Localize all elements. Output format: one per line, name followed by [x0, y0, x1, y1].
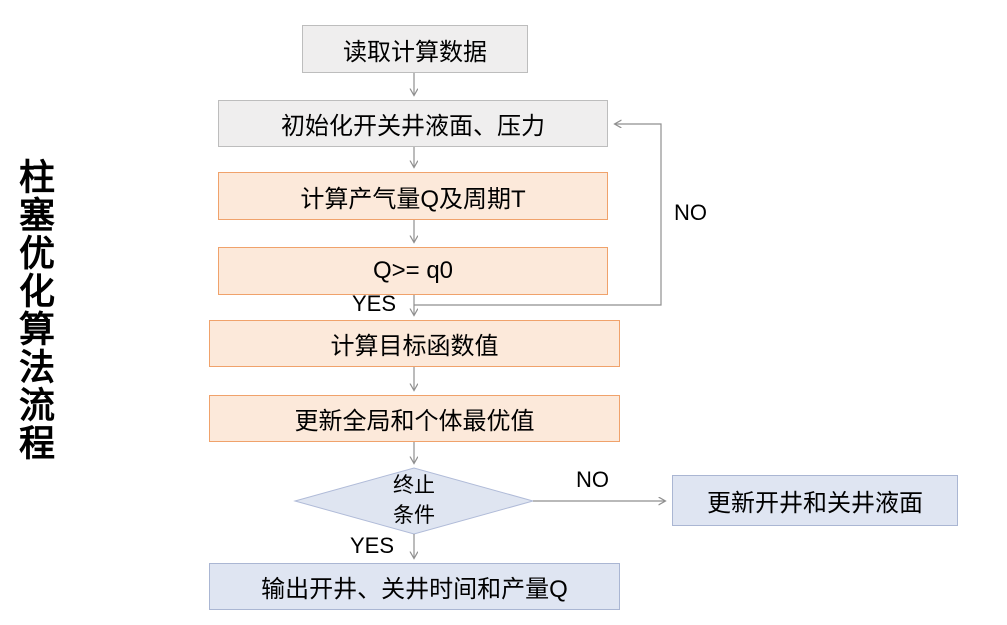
node-update-liquid-level: 更新开井和关井液面 [672, 475, 958, 526]
node-output-result-label: 输出开井、关井时间和产量Q [261, 576, 568, 603]
node-objective-value-label: 计算目标函数值 [330, 333, 499, 360]
node-condition-q-label: Q>= q0 [372, 257, 454, 284]
node-initialize: 初始化开关井液面、压力 [218, 100, 608, 147]
diagram-title: 柱塞优化算法流程 [14, 158, 55, 462]
node-terminate-condition-line1: 终止 [393, 474, 435, 497]
node-compute-gas-label: 计算产气量Q及周期T [300, 185, 526, 213]
node-terminate-condition-line2: 条件 [393, 504, 435, 527]
node-update-best: 更新全局和个体最优值 [209, 395, 620, 442]
node-update-best-label: 更新全局和个体最优值 [294, 408, 535, 435]
node-initialize-label: 初始化开关井液面、压力 [281, 113, 545, 140]
edge-label-yes-terminate: YES [350, 533, 395, 558]
node-update-liquid-level-label: 更新开井和关井液面 [707, 490, 923, 517]
edge-label-yes-condition-q: YES [352, 291, 397, 316]
edge-label-no-feedback-loop: NO [674, 200, 707, 225]
node-compute-gas: 计算产气量Q及周期T [218, 172, 608, 220]
node-read-data-label: 读取计算数据 [343, 38, 487, 66]
arrow-no-feedback-loop [414, 124, 662, 306]
node-objective-value: 计算目标函数值 [209, 320, 620, 367]
node-condition-q: Q>= q0 [218, 247, 608, 295]
node-terminate-condition: 终止 条件 [295, 469, 533, 533]
edge-label-no-terminate: NO [576, 467, 609, 492]
node-read-data: 读取计算数据 [302, 25, 528, 73]
node-output-result: 输出开井、关井时间和产量Q [209, 563, 620, 610]
